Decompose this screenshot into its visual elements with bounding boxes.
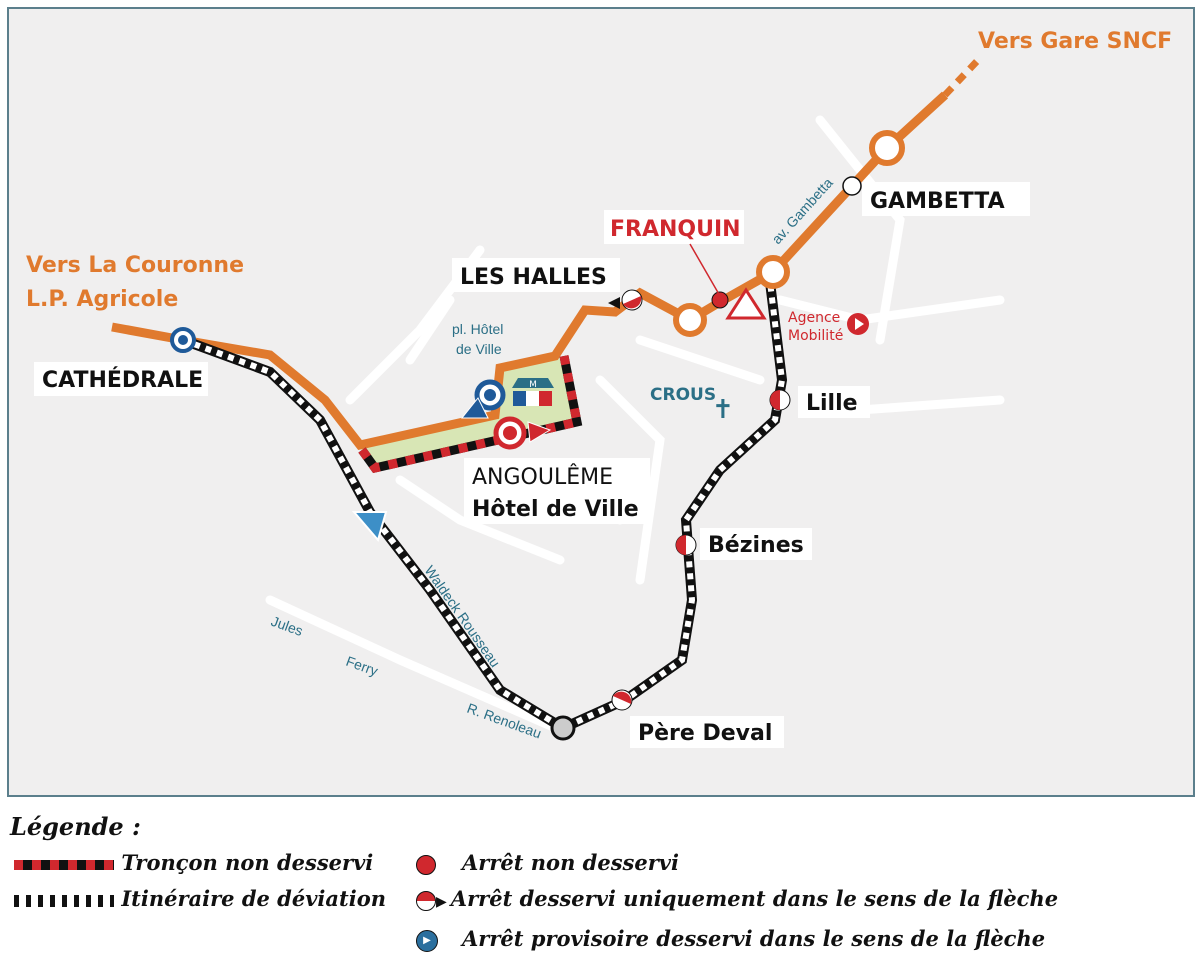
unserved-section-swatch	[14, 859, 114, 870]
label-franquin: FRANQUIN	[610, 217, 741, 242]
legend-one-way-stop: ▶Arrêt desservi uniquement dans le sens …	[416, 886, 1058, 911]
legend-title: Légende :	[10, 812, 141, 841]
city-hall-icon: M	[512, 378, 554, 406]
half-circle-icon	[416, 890, 436, 911]
label-pere-deval: Père Deval	[638, 721, 772, 746]
legend-unserved-stop: Arrêt non desservi	[416, 850, 679, 875]
unserved-section[interactable]	[358, 355, 583, 474]
legend-provisional-stop: ▶Arrêt provisoire desservi dans le sens …	[416, 926, 1045, 952]
label-hotel-de-ville: Hôtel de Ville	[472, 497, 639, 522]
stop-lille-marker	[769, 389, 791, 411]
crous-icon: ✝	[712, 395, 734, 425]
map-frame	[7, 7, 1195, 797]
dest-gare: Vers Gare SNCF	[978, 29, 1172, 54]
label-les-halles: LES HALLES	[460, 265, 607, 290]
svg-text:Mobilité: Mobilité	[788, 328, 843, 344]
arrow-icon	[527, 421, 552, 443]
red-dot-icon	[416, 854, 436, 875]
bus-line[interactable]	[111, 91, 949, 451]
label-crous: CROUS	[650, 385, 716, 405]
label-gambetta: GAMBETTA	[870, 189, 1005, 214]
line-extension	[942, 55, 983, 98]
label-angouleme: ANGOULÊME	[472, 464, 613, 490]
provisional-stop-icon	[351, 511, 388, 543]
svg-text:M: M	[529, 380, 537, 390]
arrow-icon: ▶	[436, 894, 447, 910]
deviation-swatch	[14, 894, 114, 907]
roundabout-icon	[550, 715, 576, 741]
stop-markers[interactable]	[170, 130, 905, 741]
stop-pere-deval-marker	[611, 689, 633, 711]
label-lille: Lille	[806, 391, 858, 416]
stop-bezines-marker	[675, 534, 697, 556]
stop-marker	[869, 130, 905, 166]
dest-agricole: L.P. Agricole	[26, 287, 178, 312]
label-cathedrale: CATHÉDRALE	[42, 367, 203, 393]
stop-marker	[756, 255, 790, 289]
stop-gambetta-marker	[842, 176, 862, 196]
roadworks-icon	[725, 287, 767, 320]
stop-franquin-marker	[711, 291, 729, 309]
svg-text:pl. Hôtel: pl. Hôtel	[452, 321, 503, 337]
label-bezines: Bézines	[708, 533, 804, 558]
network-map: M Vers Gare SNCF Vers La Couronne L.P. A…	[7, 7, 1195, 797]
stop-les-halles-marker	[608, 289, 643, 311]
legend-unserved-section: Tronçon non desservi	[14, 850, 373, 875]
triangle-icon	[460, 397, 489, 419]
legend-deviation: Itinéraire de déviation	[14, 886, 386, 911]
provisional-stop-icon: ▶	[416, 929, 438, 952]
svg-text:de Ville: de Ville	[456, 341, 502, 357]
svg-text:Agence: Agence	[788, 310, 840, 326]
dest-couronne: Vers La Couronne	[26, 253, 244, 278]
stop-marker	[673, 303, 707, 337]
